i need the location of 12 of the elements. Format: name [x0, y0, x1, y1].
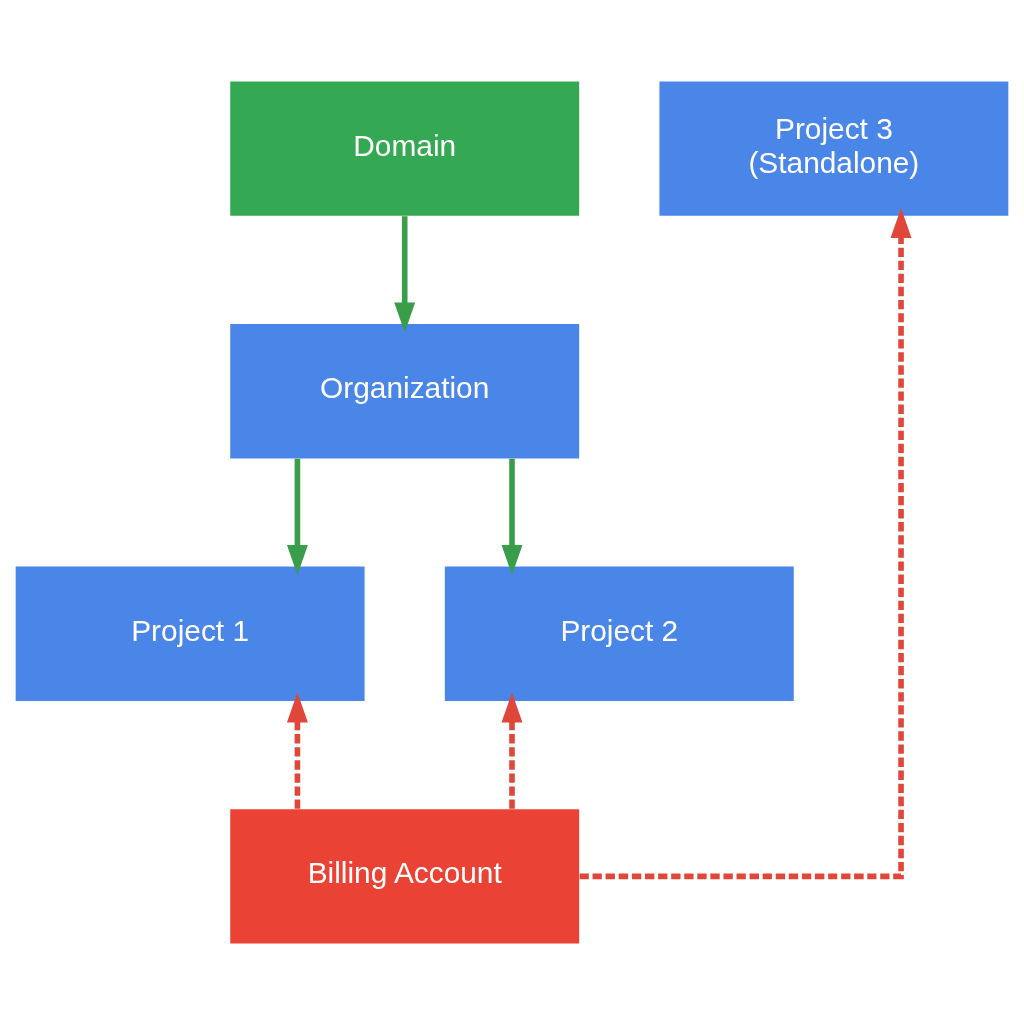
- node-box: Project 1: [15, 566, 365, 701]
- node-box: Organization: [230, 323, 580, 458]
- node-box: Billing Account: [230, 808, 580, 944]
- arrow: [579, 207, 912, 879]
- node-box: Project 2: [444, 566, 794, 701]
- arrow: [394, 215, 416, 332]
- node-box: Project 3 (Standalone): [659, 80, 1009, 216]
- arrow: [501, 692, 523, 809]
- arrow: [501, 458, 523, 575]
- node-box: Domain: [230, 80, 580, 216]
- arrow: [286, 458, 308, 575]
- arrow: [286, 692, 308, 809]
